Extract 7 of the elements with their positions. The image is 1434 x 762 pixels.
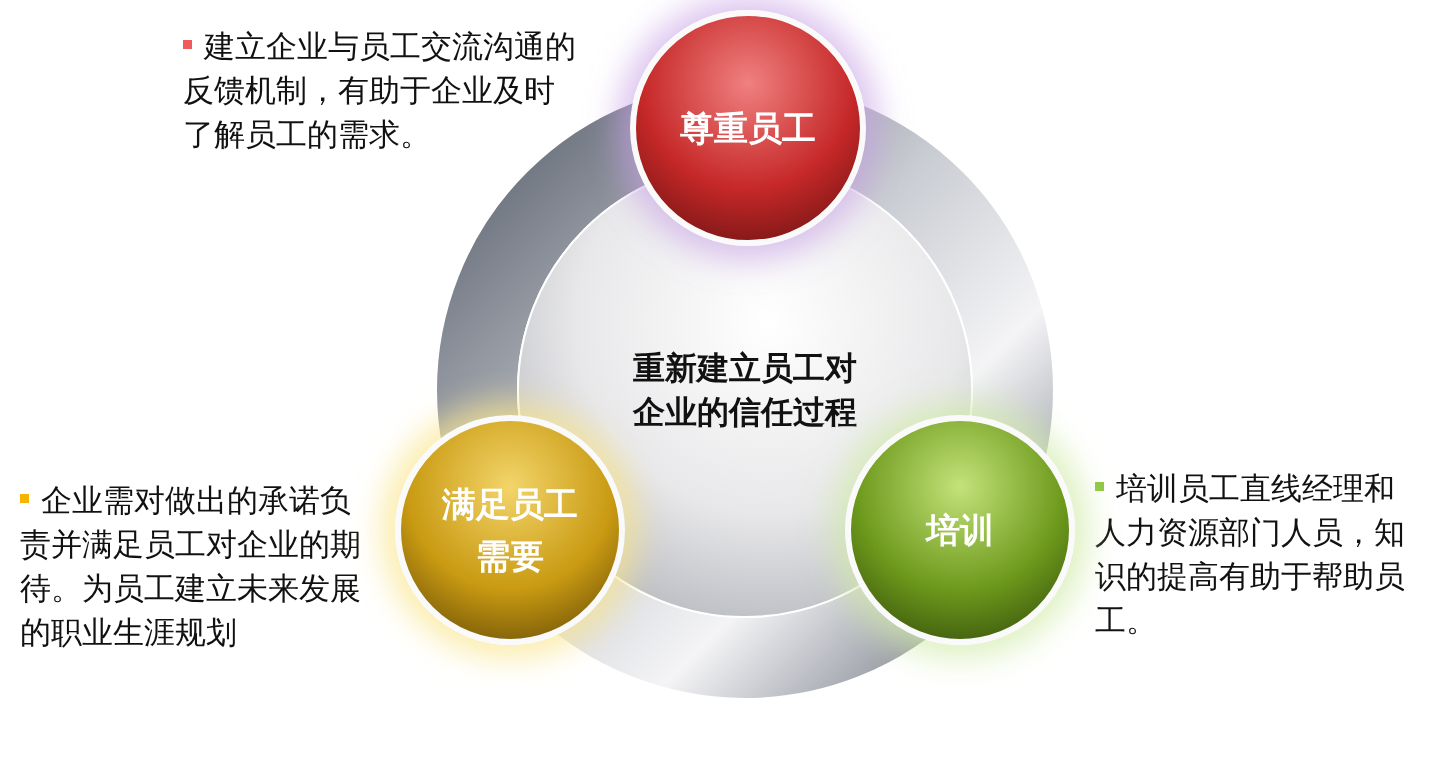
circle-title: 培训 [924, 509, 995, 552]
bullet-text: 企业需对做出的承诺负责并满足员工对企业的期待。为员工建立未来发展的职业生涯规划 [20, 478, 365, 654]
bullet-text: 培训员工直线经理和人力资源部门人员，知识的提高有助于帮助员工。 [1095, 466, 1405, 642]
bullet-text: 建立企业与员工交流沟通的反馈机制，有助于企业及时了解员工的需求。 [183, 24, 583, 156]
circle-title: 尊重员工 [679, 107, 817, 150]
circle-title: 重新建立员工对企业的信任过程 [632, 348, 858, 433]
circle-title: 满足员工需要 [441, 483, 579, 578]
